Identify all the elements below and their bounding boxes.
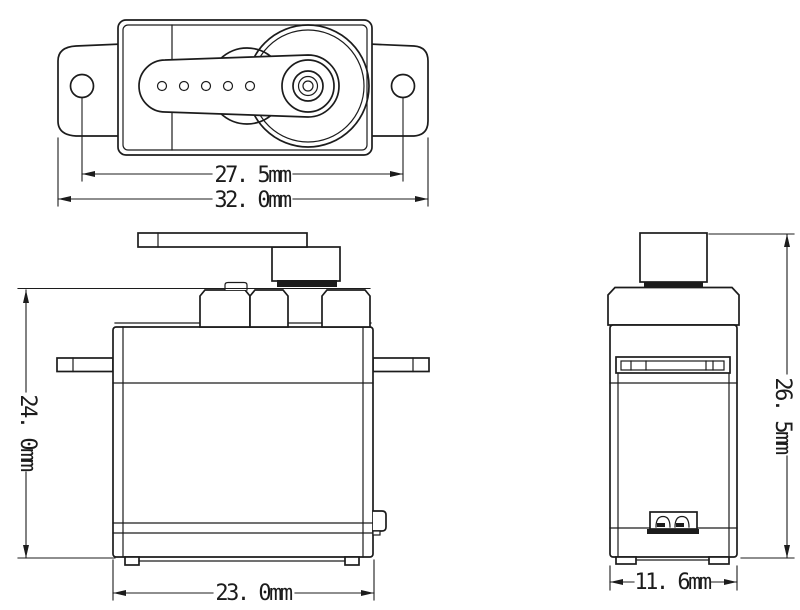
- horn-hole: [200, 80, 212, 92]
- dimension-body-length: 23. 0mm: [112, 559, 375, 606]
- wire-exit-step: [372, 530, 381, 536]
- dimension-overall-length: 32. 0mm: [57, 137, 429, 213]
- connector-base-strip: [647, 529, 699, 534]
- dimension-label-body-length: 23. 0mm: [215, 581, 292, 606]
- horn-hole: [156, 80, 168, 92]
- wire-pad: [676, 523, 684, 527]
- arrowhead: [415, 196, 428, 202]
- arrowhead: [23, 545, 29, 558]
- arrowhead: [58, 196, 71, 202]
- arrowhead: [23, 290, 29, 303]
- output-shaft-hole: [302, 80, 314, 92]
- output-hub-front: [271, 246, 341, 282]
- dimension-body-height: 24. 0mm: [15, 287, 371, 559]
- dimension-overall-height: 26. 5mm: [708, 233, 795, 559]
- mounting-tab-right: [372, 357, 430, 373]
- arrowhead: [82, 171, 95, 177]
- spline-front: [277, 280, 337, 287]
- cap-boss-left: [199, 289, 251, 328]
- wire-loop: [655, 515, 690, 528]
- foot: [344, 556, 360, 566]
- dimension-label-hole-spacing: 27. 5mm: [214, 163, 291, 188]
- horn-hub-boss-circle: [292, 70, 324, 102]
- horn-hole: [244, 80, 256, 92]
- arrowhead: [784, 545, 790, 558]
- front-view: [56, 232, 430, 566]
- arrowhead: [390, 171, 403, 177]
- servo-horn-arm: [138, 54, 340, 118]
- dimension-label-overall-length: 32. 0mm: [214, 188, 291, 213]
- foot: [708, 556, 730, 565]
- spline-side: [644, 282, 703, 288]
- top-view: [57, 19, 429, 156]
- wire-pad: [657, 523, 665, 527]
- cap-boss-middle: [249, 289, 289, 328]
- horn-hole: [222, 80, 234, 92]
- top-body-inner-outline: [122, 24, 368, 151]
- side-cap-outline: [607, 286, 740, 326]
- dimension-label-overall-height: 26. 5mm: [770, 377, 795, 454]
- dimension-label-body-height: 24. 0mm: [15, 394, 40, 471]
- flange-slot: [620, 360, 725, 371]
- dimension-label-body-width: 11. 6mm: [634, 570, 711, 595]
- horn-hub-circle: [281, 59, 335, 113]
- wire-exit: [372, 510, 387, 532]
- arrowhead: [113, 590, 126, 596]
- dimension-body-width: 11. 6mm: [609, 565, 738, 595]
- output-hub-side: [639, 232, 708, 283]
- arrowhead: [610, 579, 623, 585]
- screw-hole-left: [69, 73, 95, 99]
- cap-boss-right: [321, 289, 371, 328]
- horn-bar-front: [137, 232, 308, 248]
- horn-hole: [178, 80, 190, 92]
- arrowhead: [784, 234, 790, 247]
- screw-hole-right: [390, 73, 416, 99]
- side-view: [607, 232, 740, 565]
- output-screw-circle: [297, 75, 319, 97]
- mounting-tab-left: [56, 357, 114, 373]
- arrowhead: [361, 590, 374, 596]
- foot: [124, 556, 140, 566]
- foot: [615, 556, 637, 565]
- dimension-hole-spacing: 27. 5mm: [81, 97, 404, 188]
- arrowhead: [724, 579, 737, 585]
